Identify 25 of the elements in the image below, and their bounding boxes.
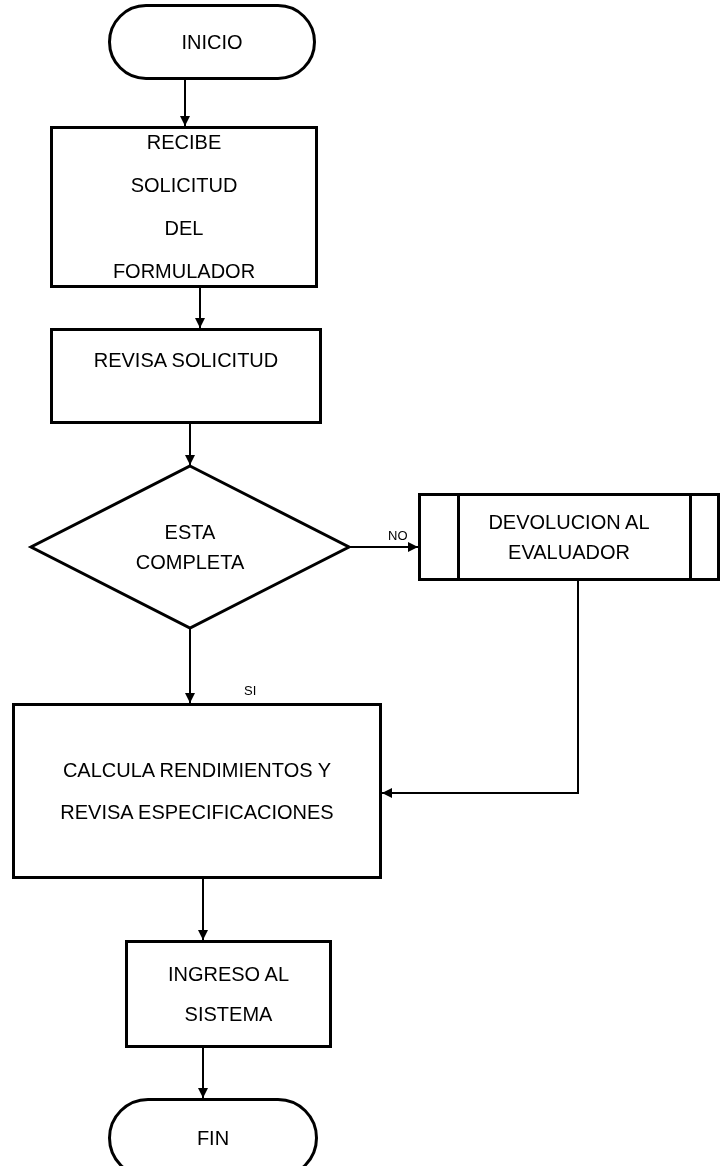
process-box (125, 940, 332, 1048)
arrow (349, 542, 419, 552)
node-text: FIN (196, 1126, 230, 1151)
process-box (12, 703, 382, 879)
end-terminal (108, 1098, 318, 1166)
node-text: CALCULA RENDIMIENTOS Y REVISA ESPECIFICACIONES (59, 758, 335, 825)
arrow (180, 79, 190, 127)
edge-label: SI (244, 683, 257, 698)
node-text: RECIBE SOLICITUD DEL FORMULADOR (112, 130, 256, 284)
node-text: DEVOLUCION AL EVALUADOR (487, 510, 651, 565)
arrow (185, 423, 195, 466)
edge-label: NO (388, 528, 408, 543)
arrow (195, 287, 205, 329)
subprocess-box (418, 493, 720, 581)
arrow (198, 1047, 208, 1099)
node-text: INGRESO AL SISTEMA (166, 962, 291, 1027)
node-text: ESTA COMPLETA (134, 520, 246, 575)
process-box (50, 328, 322, 424)
arrow (381, 580, 579, 798)
node-text: REVISA SOLICITUD (93, 348, 279, 373)
arrow (185, 628, 195, 704)
decision-diamond (30, 465, 350, 629)
arrow (198, 878, 208, 941)
node-text: INICIO (181, 30, 243, 55)
process-box (50, 126, 318, 288)
